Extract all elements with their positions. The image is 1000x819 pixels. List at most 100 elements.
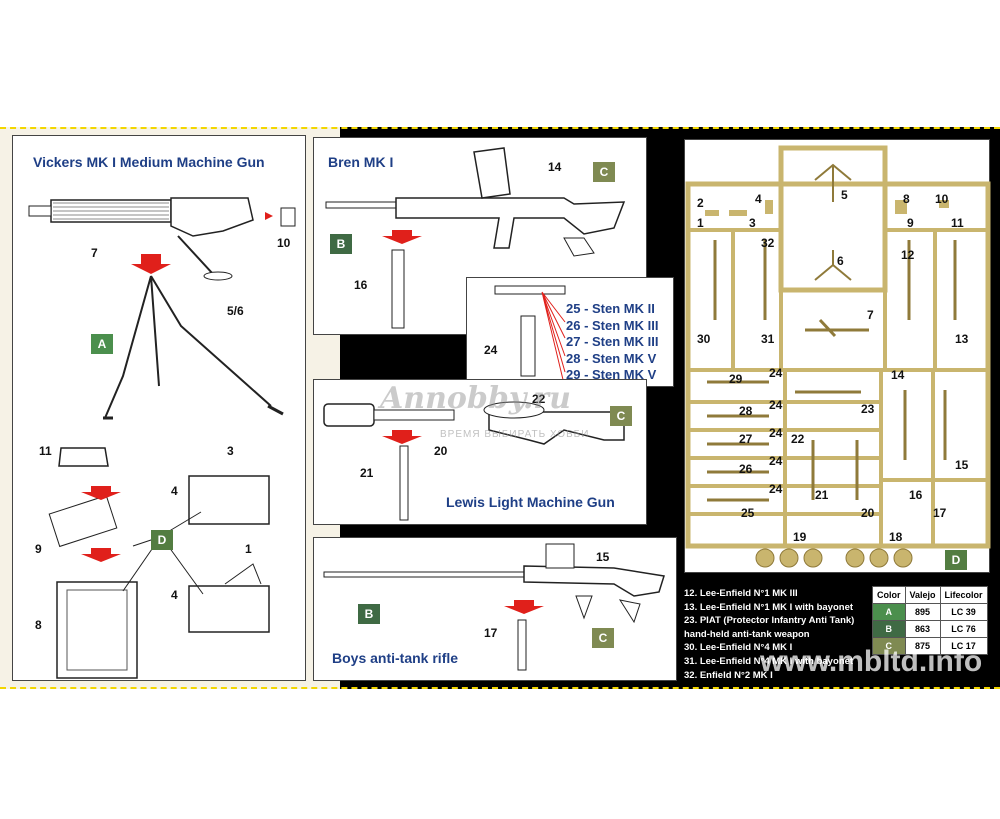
valejo-code: 895 <box>904 603 941 621</box>
color-table-header: Valejo <box>904 586 941 604</box>
boys-panel: 15 B C 17 Boys anti-tank rifle <box>313 537 677 681</box>
vickers-gun-drawing <box>28 197 296 679</box>
part-label: 1 <box>245 542 252 556</box>
color-tag-b: B <box>358 604 380 624</box>
sprue-label: 28 <box>739 404 753 418</box>
color-swatch-b: B <box>872 620 906 638</box>
part-label: 15 <box>596 550 610 564</box>
color-swatch-a: A <box>872 603 906 621</box>
sten-variant: 29 - Sten MK V <box>566 367 657 382</box>
legend-line: 23. PIAT (Protector Infantry Anti Tank) <box>684 615 855 627</box>
legend-line: 32. Enfield N°2 MK I <box>684 669 773 681</box>
part-label: 9 <box>35 542 42 556</box>
sprue-label: 5 <box>841 188 848 202</box>
bren-gun-drawing <box>325 147 626 329</box>
color-tag-c: C <box>592 628 614 648</box>
legend-line: 12. Lee-Enfield N°1 MK III <box>684 588 798 599</box>
sprue-label: 22 <box>791 432 805 446</box>
instruction-sheet: Vickers MK I Medium Machine Gun 7 1 <box>0 127 1000 689</box>
vickers-title: Vickers MK I Medium Machine Gun <box>33 154 265 170</box>
sprue-label: 10 <box>935 192 949 206</box>
watermark-annobby-sub: ВРЕМЯ ВЫБИРАТЬ ХОББИ <box>440 429 590 440</box>
weapon-legend: 12. Lee-Enfield N°1 MK III 13. Lee-Enfie… <box>684 587 854 682</box>
sprue-label: 19 <box>793 530 807 544</box>
sprue-label: 14 <box>891 368 905 382</box>
watermark-annobby: Annobby.ru <box>380 381 571 416</box>
sprue-label: 11 <box>951 216 964 230</box>
part-label: 20 <box>434 444 448 458</box>
sprue-label: 18 <box>889 530 903 544</box>
sten-gun-drawing <box>494 285 566 389</box>
sprue-label: 23 <box>861 402 875 416</box>
legend-line: 30. Lee-Enfield N°4 MK I <box>684 642 793 654</box>
lifecolor-code: LC 17 <box>939 637 988 655</box>
color-tag-c: C <box>610 406 632 426</box>
sprue-label: 29 <box>729 372 743 386</box>
sprue-label: 31 <box>761 332 775 346</box>
part-label: 17 <box>484 626 498 640</box>
sten-variant: 26 - Sten MK III <box>566 317 659 333</box>
sprue-label: 25 <box>741 506 755 520</box>
lifecolor-code: LC 76 <box>939 620 988 638</box>
sprue-label: 6 <box>837 254 844 268</box>
color-swatch-c: C <box>872 637 906 655</box>
sten-variant: 27 - Sten MK III <box>566 334 659 349</box>
part-label: 4 <box>171 588 178 602</box>
sprue-label: 1 <box>697 216 704 230</box>
part-label: 10 <box>277 236 291 250</box>
color-tag-b: B <box>330 234 352 254</box>
lewis-gun-drawing <box>323 401 625 521</box>
sprue-label: 8 <box>903 192 910 206</box>
sprue-label: 15 <box>955 458 969 472</box>
sprue-label: 26 <box>739 462 753 476</box>
sprue-label: 16 <box>909 488 923 502</box>
part-label: 16 <box>354 278 368 292</box>
part-label: 22 <box>532 392 546 406</box>
valejo-code: 875 <box>904 637 941 655</box>
color-table-header: Lifecolor <box>939 586 988 604</box>
sten-variant: 28 - Sten MK V <box>566 350 657 366</box>
part-label: 21 <box>360 466 374 480</box>
part-label: 8 <box>35 618 42 632</box>
boys-title: Boys anti-tank rifle <box>332 650 459 666</box>
part-label: 3 <box>227 444 234 458</box>
part-label: 4 <box>171 484 178 498</box>
legend-line: hand-held anti-tank weapon <box>684 628 810 640</box>
lewis-title: Lewis Light Machine Gun <box>446 494 615 510</box>
sprue-label: 21 <box>815 488 829 502</box>
lewis-panel: 22 C 20 21 Lewis Light Machine Gun <box>313 379 647 525</box>
sprue-label: 7 <box>867 308 874 322</box>
sprue-label: 4 <box>755 192 762 206</box>
color-table-header: Color <box>872 586 906 604</box>
sten-panel <box>466 277 674 389</box>
sprue-label: 2 <box>697 196 704 210</box>
lifecolor-code: LC 39 <box>939 603 988 621</box>
sprue-label: 24 <box>769 366 783 380</box>
sprue-label: 30 <box>697 332 711 346</box>
sprue-label: 20 <box>861 506 875 520</box>
boys-rifle-drawing <box>323 543 665 671</box>
legend-line: 31. Lee-Enfield N°4 MK I with bayonet <box>684 655 854 667</box>
yellow-dashed-border <box>0 127 1000 689</box>
sprue-label: 24 <box>769 454 783 468</box>
sprue-label: 27 <box>739 432 753 446</box>
part-label: 11 <box>39 444 52 458</box>
sprue-label: 24 <box>769 398 783 412</box>
vickers-panel: Vickers MK I Medium Machine Gun 7 1 <box>12 135 306 681</box>
sprue-label: 9 <box>907 216 914 230</box>
color-table: Color Valejo Lifecolor A 895 LC 39 B 863… <box>872 586 988 655</box>
sprue-panel: 2 4 1 3 5 8 10 9 11 32 6 12 7 30 31 13 2… <box>684 139 991 573</box>
sprue-frame <box>685 145 991 568</box>
part-label: 14 <box>548 160 562 174</box>
part-label: 5/6 <box>227 304 244 318</box>
color-tag-a: A <box>91 334 113 354</box>
legend-line: 13. Lee-Enfield N°1 MK I with bayonet <box>684 601 854 613</box>
sprue-label: 17 <box>933 506 947 520</box>
sten-variant: 25 - Sten MK II <box>566 301 655 316</box>
color-tag-d: D <box>945 550 967 570</box>
sprue-label: 12 <box>901 248 915 262</box>
color-tag-d: D <box>151 530 173 550</box>
sten-variant-list: 25 - Sten MK II 26 - Sten MK III 27 - St… <box>566 301 658 384</box>
sprue-label: 24 <box>769 426 783 440</box>
watermark-mbltd: www.mbltd.info <box>760 645 983 678</box>
